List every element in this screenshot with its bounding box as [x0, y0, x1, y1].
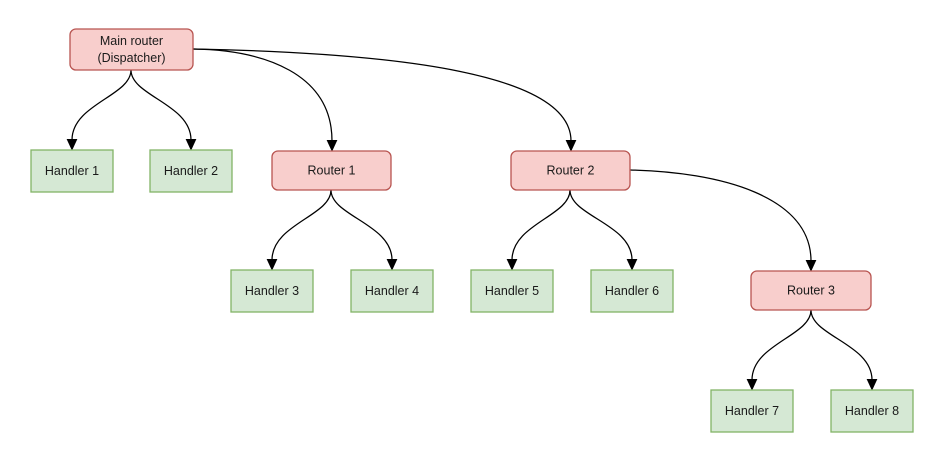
- edge-line: [629, 169, 812, 262]
- node-handler-6[interactable]: Handler 6: [590, 269, 674, 313]
- edge-line: [130, 69, 192, 141]
- edge-router-1-to-handler-3[interactable]: [271, 189, 332, 261]
- arrowhead-icon: [866, 379, 878, 391]
- edge-router-2-to-router-3[interactable]: [629, 169, 812, 262]
- edge-router-3-to-handler-7[interactable]: [751, 309, 812, 381]
- arrowhead-icon: [506, 259, 518, 271]
- node-router-1[interactable]: Router 1: [271, 150, 392, 191]
- node-box-handler: [710, 389, 794, 433]
- edge-line: [810, 309, 873, 381]
- arrowhead-icon: [326, 140, 338, 152]
- node-main-router[interactable]: Main router(Dispatcher): [69, 28, 194, 71]
- node-handler-3[interactable]: Handler 3: [230, 269, 314, 313]
- edge-main-router-to-router-2[interactable]: [192, 48, 572, 142]
- edge-main-router-to-handler-2[interactable]: [130, 69, 192, 141]
- node-handler-1[interactable]: Handler 1: [30, 149, 114, 193]
- arrowhead-icon: [805, 260, 817, 272]
- arrowheads-layer: [66, 139, 878, 391]
- edge-line: [569, 189, 633, 261]
- node-handler-5[interactable]: Handler 5: [470, 269, 554, 313]
- edge-line: [192, 48, 572, 142]
- arrowhead-icon: [386, 259, 398, 271]
- edge-router-3-to-handler-8[interactable]: [810, 309, 873, 381]
- edge-router-2-to-handler-5[interactable]: [511, 189, 571, 261]
- node-handler-7[interactable]: Handler 7: [710, 389, 794, 433]
- node-router-2[interactable]: Router 2: [510, 150, 631, 191]
- edge-line: [751, 309, 812, 381]
- arrowhead-icon: [626, 259, 638, 271]
- node-box-handler: [830, 389, 914, 433]
- node-box-handler: [30, 149, 114, 193]
- node-box-handler: [470, 269, 554, 313]
- edge-main-router-to-router-1[interactable]: [192, 48, 333, 142]
- nodes-layer: Main router(Dispatcher) Handler 1 Handler …: [30, 28, 914, 433]
- arrowhead-icon: [66, 139, 78, 151]
- node-box-handler: [350, 269, 434, 313]
- node-box-handler: [149, 149, 233, 193]
- node-box-handler: [230, 269, 314, 313]
- node-router-3[interactable]: Router 3: [750, 270, 872, 311]
- node-box-handler: [590, 269, 674, 313]
- edge-line: [511, 189, 571, 261]
- node-handler-8[interactable]: Handler 8: [830, 389, 914, 433]
- node-box-router: [510, 150, 631, 191]
- arrowhead-icon: [565, 140, 577, 152]
- edge-router-2-to-handler-6[interactable]: [569, 189, 633, 261]
- arrowhead-icon: [185, 139, 197, 151]
- arrowhead-icon: [746, 379, 758, 391]
- node-box-router: [750, 270, 872, 311]
- edge-router-1-to-handler-4[interactable]: [330, 189, 393, 261]
- node-box-router: [271, 150, 392, 191]
- node-handler-4[interactable]: Handler 4: [350, 269, 434, 313]
- node-handler-2[interactable]: Handler 2: [149, 149, 233, 193]
- node-box-router: [69, 28, 194, 71]
- edge-line: [271, 189, 332, 261]
- edge-line: [192, 48, 333, 142]
- edges-layer: [71, 48, 873, 381]
- edge-line: [71, 69, 132, 141]
- arrowhead-icon: [266, 259, 278, 271]
- edge-line: [330, 189, 393, 261]
- edge-main-router-to-handler-1[interactable]: [71, 69, 132, 141]
